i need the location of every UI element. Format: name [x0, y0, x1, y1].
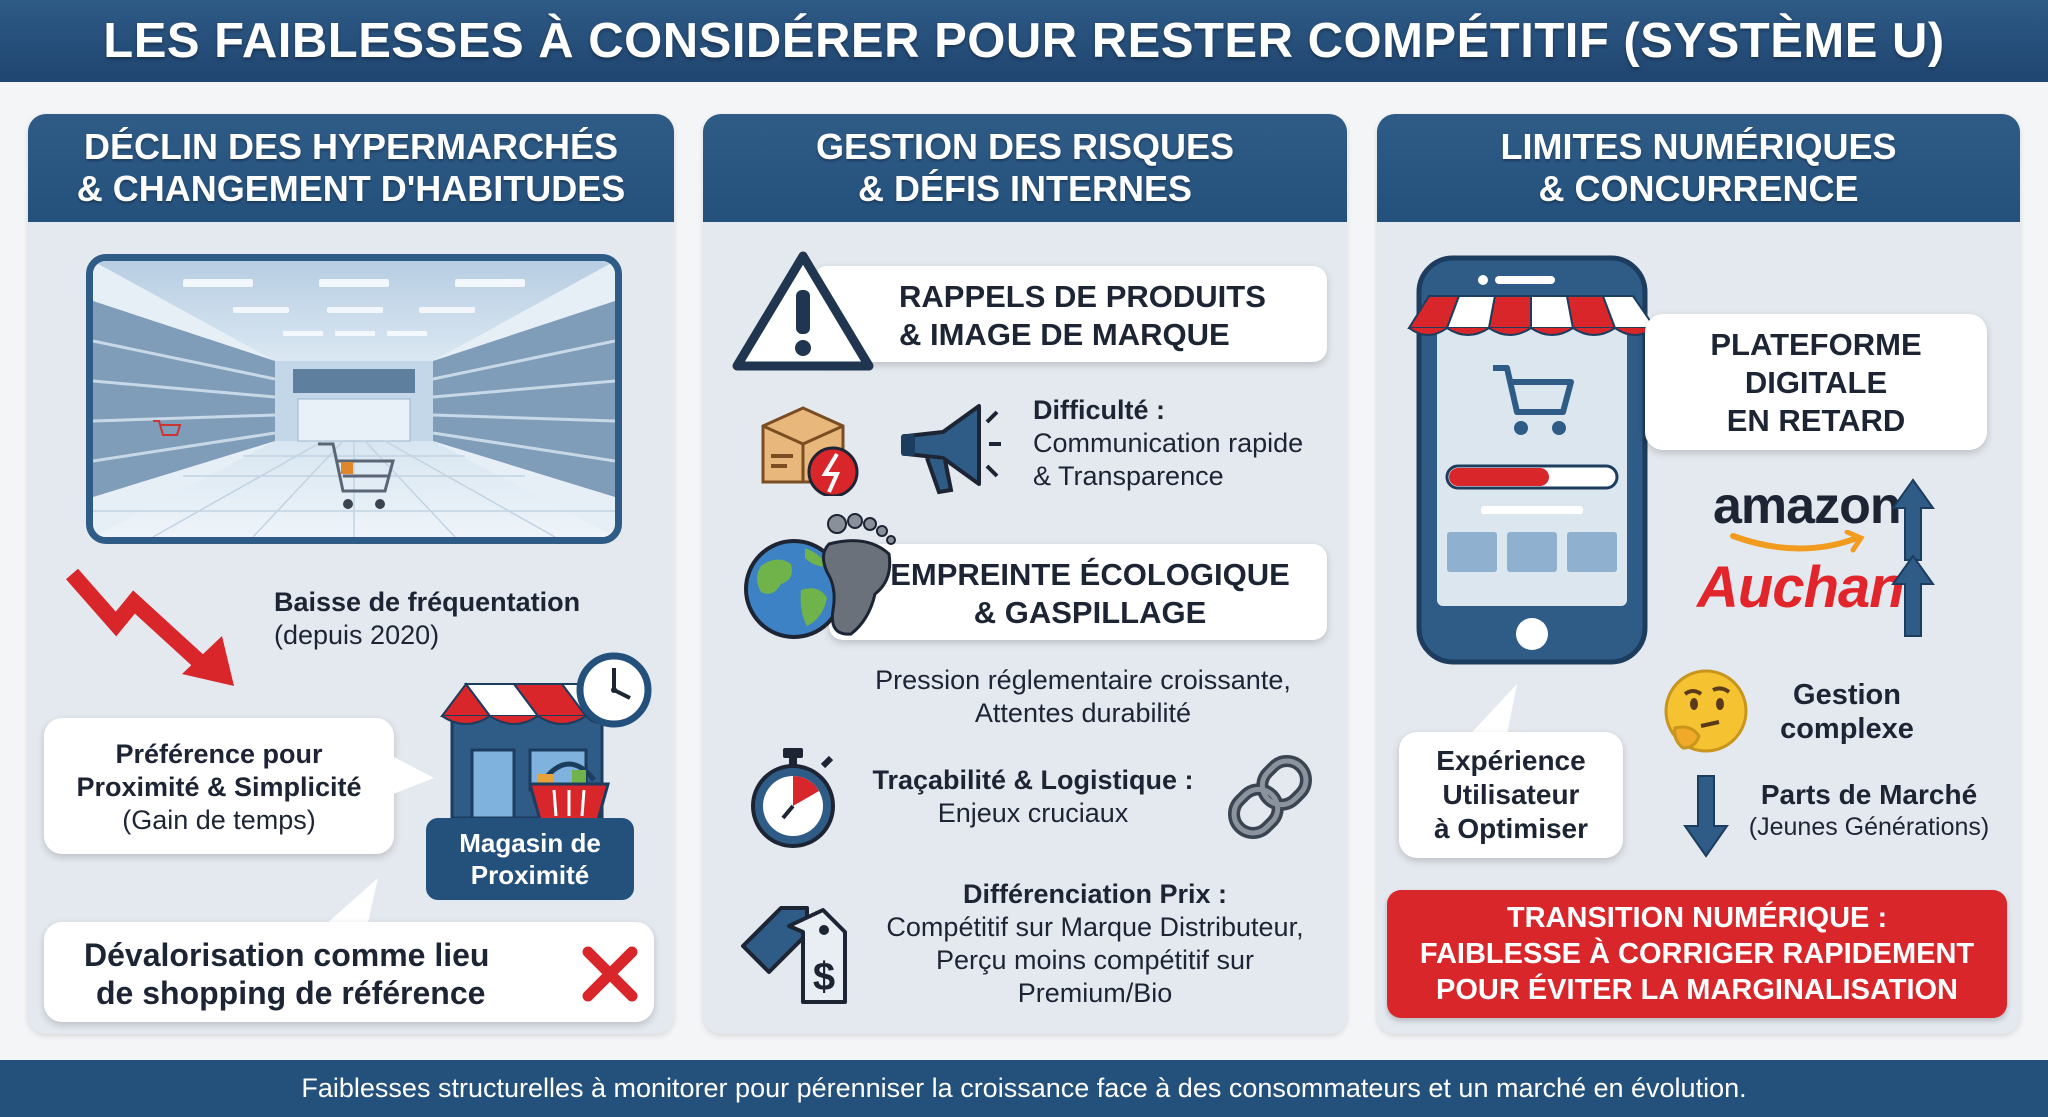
panel-header-line: & DÉFIS INTERNES	[857, 168, 1193, 209]
eco-line: & GASPILLAGE	[973, 595, 1207, 630]
svg-text:$: $	[813, 955, 835, 999]
ux-line: à Optimiser	[1433, 813, 1589, 844]
auchan-logo: Auchan	[1697, 555, 1905, 620]
clock-icon	[576, 652, 652, 728]
ux-bubble: Expérience Utilisateur à Optimiser	[1399, 732, 1623, 858]
red-cross-icon	[582, 946, 638, 1002]
traceability-sub: Enjeux cruciaux	[937, 798, 1129, 828]
manage-text: Gestion complexe	[1747, 678, 1947, 746]
decline-sub: (depuis 2020)	[274, 620, 440, 650]
platform-line: DIGITALE	[1744, 365, 1888, 400]
store-label: Magasin de Proximité	[426, 818, 634, 900]
panel-header: DÉCLIN DES HYPERMARCHÉS & CHANGEMENT D'H…	[28, 114, 674, 222]
platform-line: PLATEFORME	[1710, 327, 1922, 362]
price-tag-icon: $	[741, 906, 847, 1004]
platform-bubble: PLATEFORME DIGITALE EN RETARD	[1645, 314, 1987, 450]
preference-line: Proximité & Simplicité	[76, 772, 362, 802]
eco-bubble: EMPREINTE ÉCOLOGIQUE & GASPILLAGE	[829, 544, 1327, 640]
transition-alert-box: TRANSITION NUMÉRIQUE : FAIBLESSE À CORRI…	[1387, 890, 2007, 1018]
bubble-tail	[1461, 684, 1517, 744]
ux-line: Expérience	[1436, 745, 1586, 776]
preference-line: Préférence pour	[115, 739, 323, 769]
store-label-line: Proximité	[470, 860, 590, 890]
difficulty-title: Difficulté :	[1033, 395, 1165, 425]
recall-line: RAPPELS DE PRODUITS	[899, 279, 1266, 314]
down-trend-arrow-icon	[65, 568, 234, 686]
footer-text: Faiblesses structurelles à monitorer pou…	[301, 1073, 1747, 1103]
page-title: LES FAIBLESSES À CONSIDÉRER POUR RESTER …	[103, 14, 1945, 68]
decline-text: Baisse de fréquentation (depuis 2020)	[274, 586, 654, 652]
store-label-line: Magasin de	[459, 828, 601, 858]
price-line: Compétitif sur Marque Distributeur,	[886, 912, 1304, 942]
thinking-face-icon	[1664, 669, 1748, 753]
ux-line: Utilisateur	[1442, 779, 1580, 810]
price-text: Différenciation Prix : Compétitif sur Ma…	[853, 878, 1337, 1010]
preference-bubble: Préférence pour Proximité & Simplicité (…	[44, 718, 394, 854]
amazon-smile	[1730, 530, 1865, 553]
traceability-text: Traçabilité & Logistique : Enjeux crucia…	[853, 764, 1213, 830]
devaluation-bubble: Dévalorisation comme lieu de shopping de…	[44, 922, 654, 1022]
pressure-text: Pression réglementaire croissante, Atten…	[813, 664, 1347, 730]
supermarket-aisle-image	[86, 254, 622, 544]
price-line: Premium/Bio	[1017, 978, 1173, 1008]
market-share-sub: (Jeunes Générations)	[1748, 813, 1990, 841]
recall-line: & IMAGE DE MARQUE	[899, 317, 1230, 352]
amazon-logo: amazon	[1713, 477, 1902, 535]
alert-line: FAIBLESSE À CORRIGER RAPIDEMENT	[1419, 938, 1975, 970]
panel-header-line: DÉCLIN DES HYPERMARCHÉS	[83, 126, 619, 167]
alert-line: POUR ÉVITER LA MARGINALISATION	[1436, 974, 1958, 1006]
basket-icon	[528, 761, 610, 822]
panel-header-line: & CHANGEMENT D'HABITUDES	[76, 168, 626, 209]
pressure-line: Attentes durabilité	[974, 698, 1192, 728]
preference-sub: (Gain de temps)	[122, 805, 316, 835]
panel-header: LIMITES NUMÉRIQUES & CONCURRENCE	[1377, 114, 2020, 222]
chain-link-icon	[1228, 755, 1312, 839]
smartphone-shop-icon	[1407, 255, 1657, 665]
panel-header-line: GESTION DES RISQUES	[815, 126, 1235, 167]
decline-title: Baisse de fréquentation	[274, 587, 581, 617]
panel-header: GESTION DES RISQUES & DÉFIS INTERNES	[703, 114, 1347, 222]
difficulty-line: Communication rapide	[1033, 428, 1304, 458]
stopwatch-icon	[751, 748, 835, 848]
down-arrow-icon	[1683, 775, 1729, 858]
footer-bar: Faiblesses structurelles à monitorer pou…	[0, 1060, 2048, 1117]
broken-box-icon	[761, 406, 859, 496]
price-title: Différenciation Prix :	[962, 879, 1228, 909]
bubble-tail	[388, 754, 434, 796]
devaluation-line: Dévalorisation comme lieu	[84, 937, 490, 973]
megaphone-icon	[901, 404, 1001, 495]
manage-line: complexe	[1780, 713, 1914, 745]
panel-header-line: & CONCURRENCE	[1538, 168, 1859, 209]
panel-digital-limits: LIMITES NUMÉRIQUES & CONCURRENCE PLATEFO…	[1377, 114, 2020, 1034]
title-bar: LES FAIBLESSES À CONSIDÉRER POUR RESTER …	[0, 0, 2048, 82]
panel-hypermarket-decline: DÉCLIN DES HYPERMARCHÉS & CHANGEMENT D'H…	[28, 114, 674, 1034]
difficulty-line: & Transparence	[1033, 461, 1224, 491]
up-arrow-icon	[1891, 554, 1935, 637]
warning-triangle-icon	[732, 251, 874, 371]
eco-line: EMPREINTE ÉCOLOGIQUE	[890, 557, 1290, 592]
up-arrow-icon	[1891, 478, 1935, 561]
alert-line: TRANSITION NUMÉRIQUE :	[1506, 902, 1888, 934]
traceability-title: Traçabilité & Logistique :	[872, 765, 1194, 795]
panel-risk-management: GESTION DES RISQUES & DÉFIS INTERNES RAP…	[703, 114, 1347, 1034]
devaluation-line: de shopping de référence	[96, 975, 486, 1011]
recall-bubble: RAPPELS DE PRODUITS & IMAGE DE MARQUE	[813, 266, 1327, 362]
market-share-text: Parts de Marché (Jeunes Générations)	[1731, 778, 2007, 844]
platform-line: EN RETARD	[1726, 403, 1906, 438]
manage-line: Gestion	[1793, 679, 1901, 711]
footprint-icon	[822, 513, 896, 636]
pressure-line: Pression réglementaire croissante,	[875, 665, 1291, 695]
panel-header-line: LIMITES NUMÉRIQUES	[1500, 126, 1897, 167]
price-line: Perçu moins compétitif sur	[935, 945, 1255, 975]
globe-icon	[744, 539, 844, 639]
market-share-title: Parts de Marché	[1760, 779, 1978, 810]
difficulty-text: Difficulté : Communication rapide & Tran…	[1033, 394, 1343, 493]
